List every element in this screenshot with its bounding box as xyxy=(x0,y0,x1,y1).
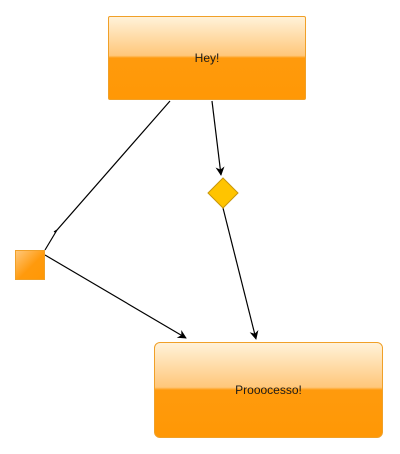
node-hey-label: Hey! xyxy=(194,51,220,65)
edge-hey-to-decision[interactable] xyxy=(211,100,225,176)
decision-diamond[interactable] xyxy=(207,177,239,209)
edge-square-to-process[interactable] xyxy=(44,254,187,339)
node-process[interactable]: Prooocesso! xyxy=(154,342,383,438)
node-process-label: Prooocesso! xyxy=(235,383,302,397)
edge-decision-to-process[interactable] xyxy=(222,207,259,340)
edge-hey-to-square[interactable] xyxy=(44,100,171,251)
node-hey[interactable]: Hey! xyxy=(108,16,306,100)
node-square[interactable] xyxy=(15,250,45,280)
